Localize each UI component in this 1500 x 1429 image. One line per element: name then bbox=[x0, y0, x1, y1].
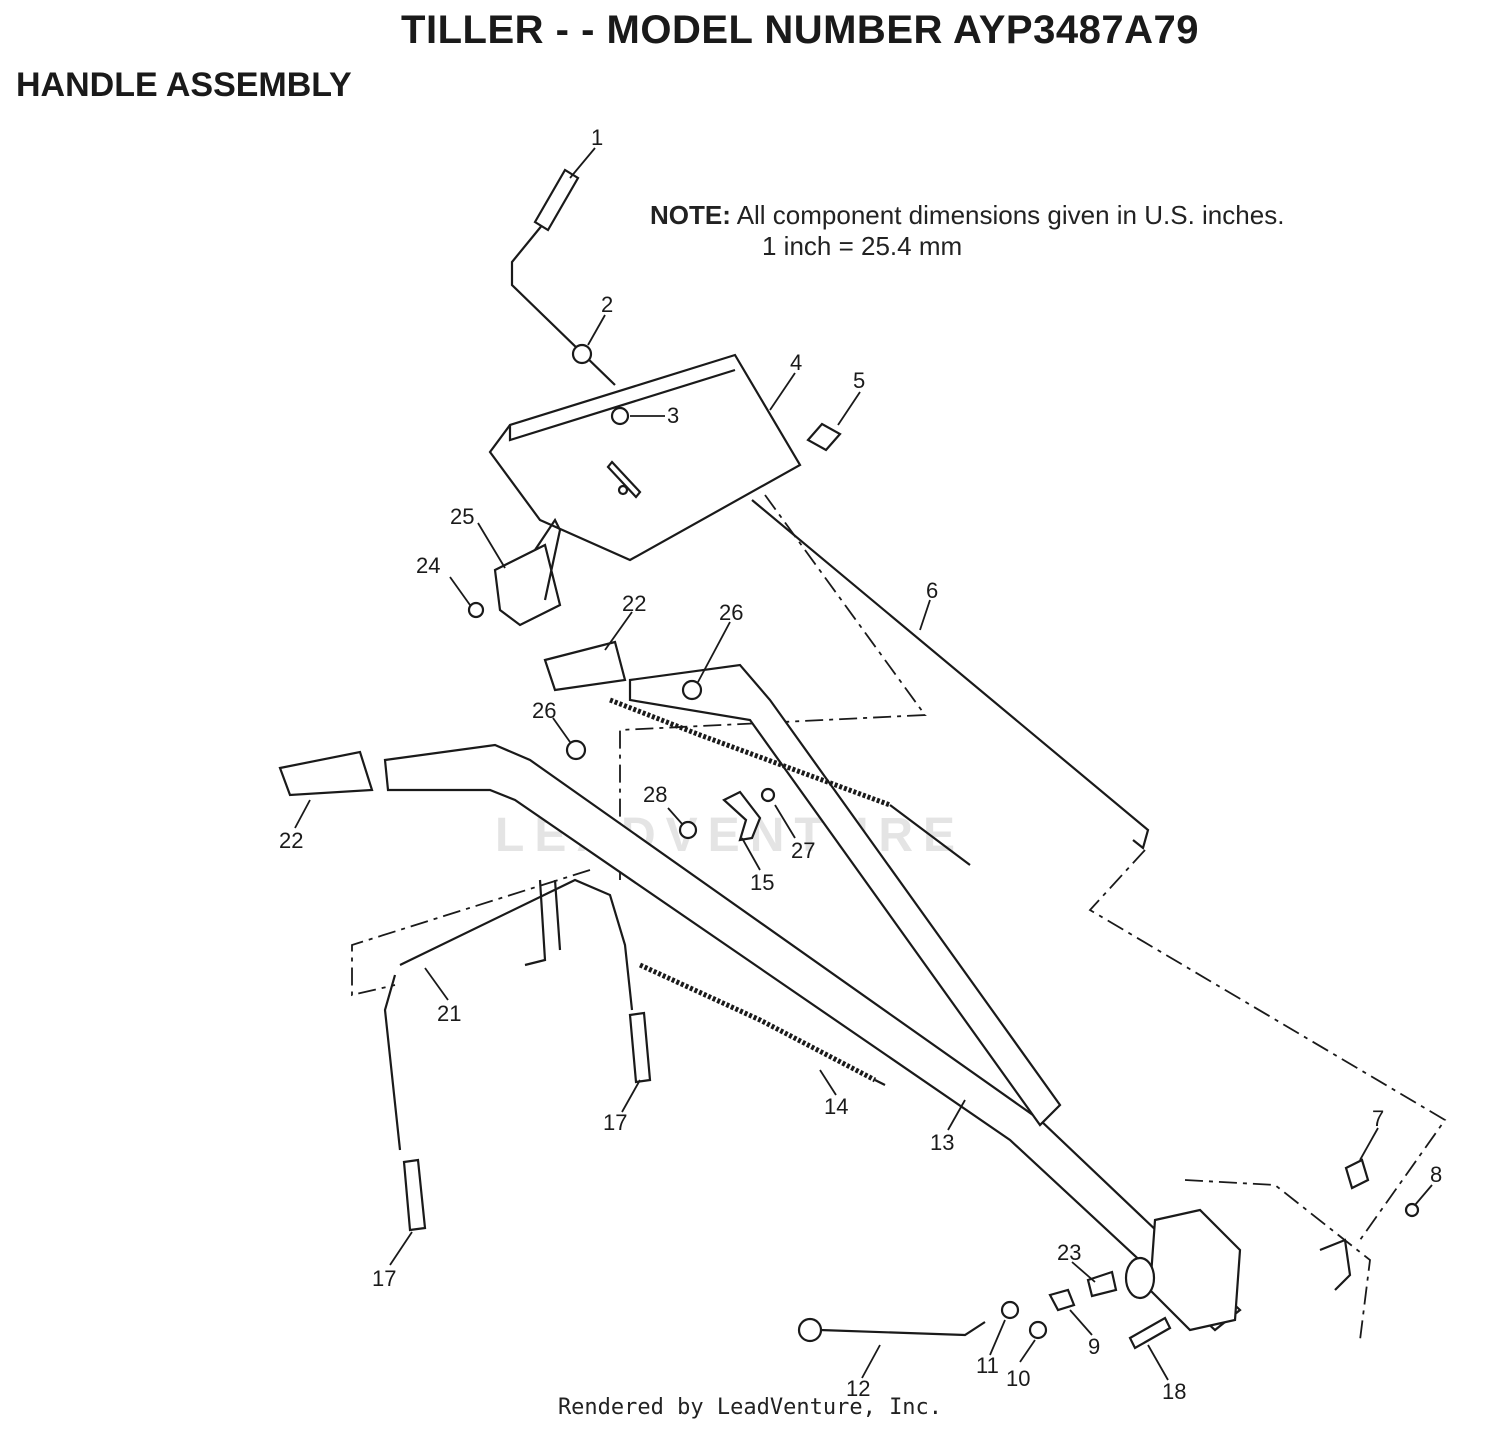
callout-22-lower: 22 bbox=[279, 828, 303, 853]
callout-23: 23 bbox=[1057, 1240, 1081, 1265]
lower-control-cable bbox=[638, 962, 877, 1083]
clip-washer bbox=[760, 787, 776, 803]
hairpin-clip bbox=[1404, 1202, 1420, 1218]
callout-22-upper: 22 bbox=[622, 591, 646, 616]
callout-4: 4 bbox=[790, 350, 802, 375]
callout-24: 24 bbox=[416, 553, 440, 578]
callout-13: 13 bbox=[930, 1130, 954, 1155]
callout-6: 6 bbox=[926, 578, 938, 603]
bracket-arm bbox=[534, 517, 562, 601]
phantom-frame-right bbox=[1184, 1179, 1371, 1341]
depth-lever bbox=[819, 1321, 986, 1337]
callout-28: 28 bbox=[643, 782, 667, 807]
frame-bolt bbox=[1344, 1158, 1370, 1190]
lower-control-bar bbox=[399, 878, 634, 1011]
housing-end-cap bbox=[1124, 1256, 1156, 1300]
pivot-spacer bbox=[1048, 1288, 1076, 1312]
panel-hole bbox=[617, 484, 629, 496]
note-line-1: All component dimensions given in U.S. i… bbox=[736, 200, 1285, 230]
callout-11: 11 bbox=[976, 1353, 999, 1378]
handle-nut-upper bbox=[681, 679, 703, 701]
pivot-plate bbox=[1086, 1270, 1118, 1298]
lever-washer bbox=[1000, 1300, 1020, 1320]
handle-tube bbox=[383, 743, 1242, 1332]
phantom-outline-right bbox=[1088, 849, 1447, 1241]
callout-26-upper: 26 bbox=[719, 600, 743, 625]
upper-control-cable bbox=[609, 697, 891, 808]
panel-slot bbox=[606, 460, 642, 499]
callout-15: 15 bbox=[750, 870, 774, 895]
depth-lever-knob bbox=[797, 1317, 823, 1343]
control-panel-plate bbox=[488, 353, 802, 562]
callout-14: 14 bbox=[824, 1094, 848, 1119]
note-line-2: 1 inch = 25.4 mm bbox=[762, 231, 963, 261]
bracket-nut bbox=[467, 601, 485, 619]
shift-rod-grip bbox=[533, 168, 580, 232]
lever-nut bbox=[1028, 1320, 1048, 1340]
diagram-title: TILLER - - MODEL NUMBER AYP3487A79 bbox=[401, 8, 1199, 52]
callout-26-lower: 26 bbox=[532, 698, 556, 723]
assembly-subtitle: HANDLE ASSEMBLY bbox=[16, 66, 352, 104]
callout-27: 27 bbox=[791, 838, 815, 863]
callout-18: 18 bbox=[1162, 1379, 1186, 1404]
pivot-bolt bbox=[1128, 1316, 1172, 1350]
lower-cable-end bbox=[874, 1079, 886, 1086]
long-control-rod bbox=[751, 499, 1150, 850]
callout-17-left: 17 bbox=[372, 1266, 396, 1291]
shift-rod bbox=[510, 217, 616, 386]
rod-collar bbox=[571, 343, 593, 365]
right-hand-grip bbox=[543, 640, 627, 692]
panel-screw bbox=[610, 406, 630, 426]
phantom-outline-left bbox=[351, 869, 591, 997]
note-label: NOTE: bbox=[650, 200, 731, 230]
left-lever-grip bbox=[402, 1158, 427, 1232]
upper-cable-end bbox=[889, 804, 971, 866]
callout-1: 1 bbox=[591, 125, 603, 150]
callout-9: 9 bbox=[1088, 1334, 1100, 1359]
callout-21: 21 bbox=[437, 1001, 461, 1026]
callout-8: 8 bbox=[1430, 1162, 1442, 1187]
callout-25: 25 bbox=[450, 504, 474, 529]
callout-3: 3 bbox=[667, 403, 679, 428]
callout-2: 2 bbox=[601, 292, 613, 317]
lower-control-bar-left-leg bbox=[383, 974, 402, 1151]
throttle-bracket bbox=[493, 543, 562, 627]
callout-labels: 1 2 3 4 5 6 7 8 9 10 11 12 13 14 15 17 1… bbox=[279, 125, 1442, 1404]
callout-7: 7 bbox=[1372, 1106, 1384, 1131]
callout-5: 5 bbox=[853, 368, 865, 393]
handle-nut-lower bbox=[565, 739, 587, 761]
callout-12: 12 bbox=[846, 1376, 870, 1401]
right-lever-grip bbox=[628, 1011, 652, 1084]
dimension-note: NOTE: All component dimensions given in … bbox=[650, 200, 1284, 262]
panel-edge bbox=[508, 368, 736, 442]
left-hand-grip bbox=[278, 750, 374, 797]
panel-bolt bbox=[806, 422, 842, 452]
pivot-bracket bbox=[1319, 1238, 1352, 1291]
callout-leaders bbox=[294, 147, 1433, 1381]
lower-control-bracket bbox=[524, 879, 562, 967]
handle-upper-arm bbox=[628, 663, 1062, 1127]
rendered-by-footer: Rendered by LeadVenture, Inc. bbox=[557, 1395, 943, 1420]
cable-clip bbox=[722, 790, 762, 842]
handle-base-housing bbox=[1148, 1208, 1242, 1332]
callout-10: 10 bbox=[1006, 1366, 1030, 1391]
callout-17-right: 17 bbox=[603, 1110, 627, 1135]
clip-nut bbox=[678, 820, 698, 840]
